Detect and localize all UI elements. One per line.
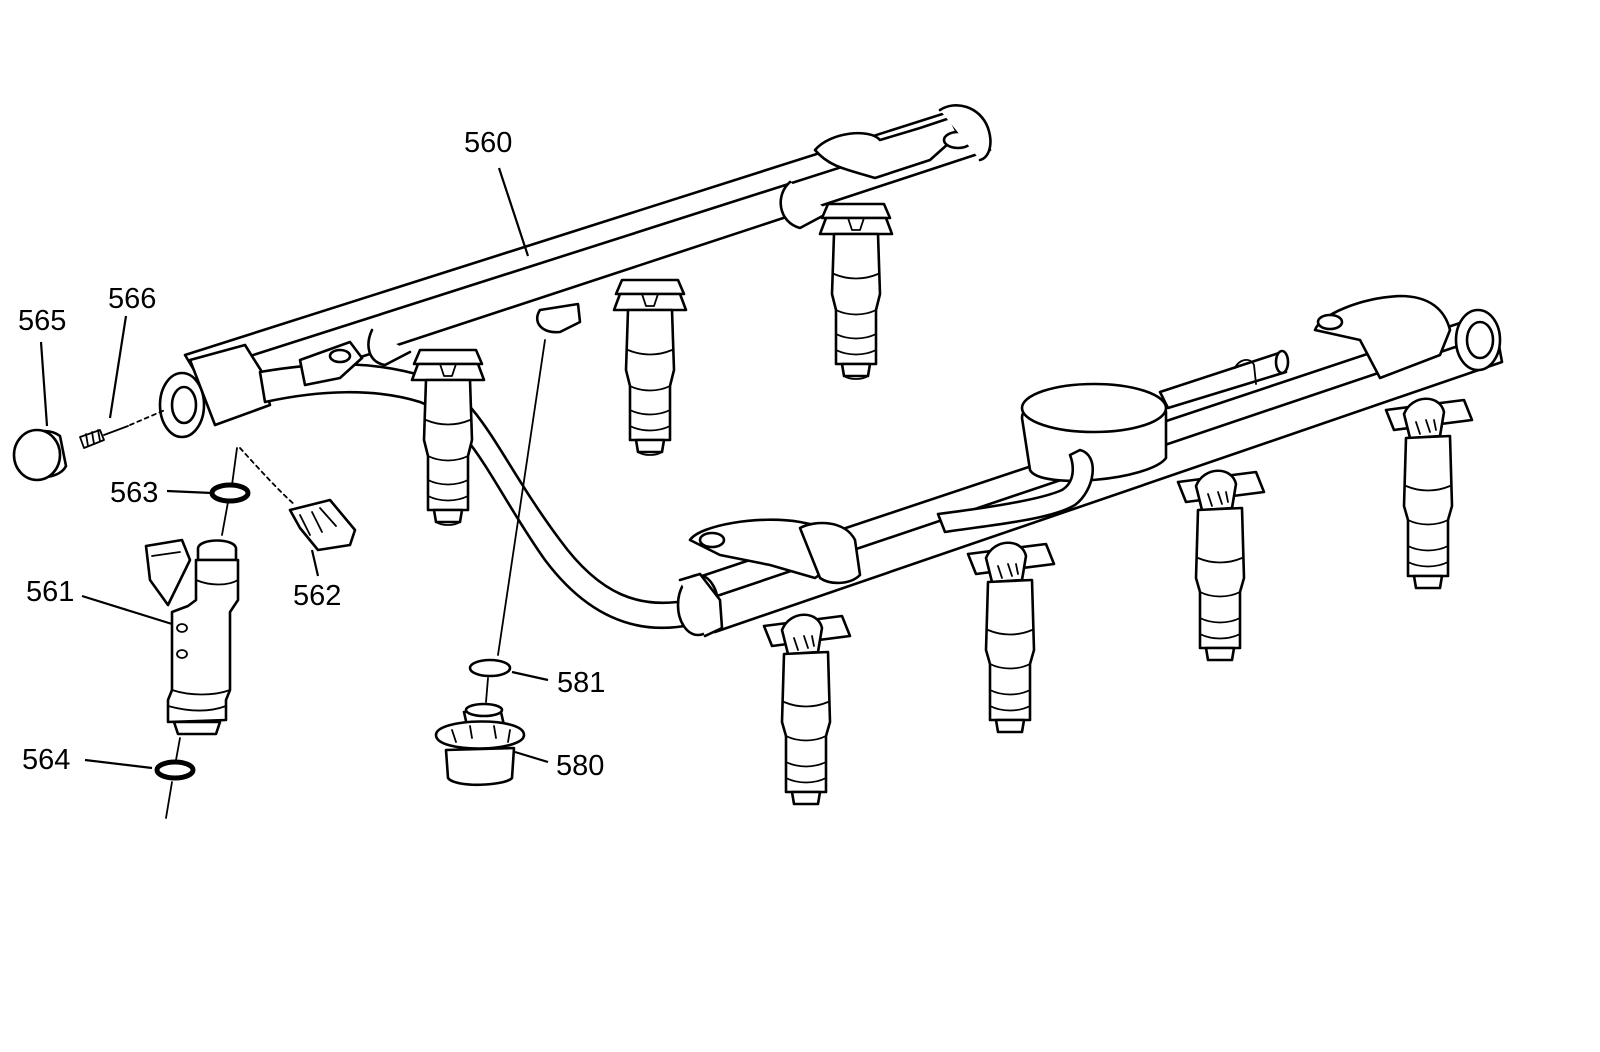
callout-labels: 560 565 566 563 561 562 564 581 580: [18, 127, 605, 782]
callout-581: 581: [557, 667, 605, 699]
callout-566: 566: [108, 283, 156, 315]
part-561-injector: [144, 538, 240, 761]
leader-lines: [39, 167, 549, 770]
part-566-valve-core: [79, 425, 129, 449]
part-563-upper-o-ring: [209, 482, 251, 504]
callout-560: 560: [464, 127, 512, 159]
part-564-lower-o-ring: [154, 759, 196, 819]
right-fuel-rail: [676, 294, 1504, 638]
callout-562: 562: [293, 580, 341, 612]
left-fuel-rail: [158, 104, 992, 630]
callout-563: 563: [110, 477, 158, 509]
part-565-cap: [12, 428, 68, 482]
callout-561: 561: [26, 576, 74, 608]
callout-564: 564: [22, 744, 70, 776]
callout-565: 565: [18, 305, 66, 337]
part-562-clip: [239, 447, 357, 552]
part-581-o-ring: [468, 658, 512, 703]
callout-580: 580: [556, 750, 604, 782]
part-580-regulator: [434, 702, 526, 787]
